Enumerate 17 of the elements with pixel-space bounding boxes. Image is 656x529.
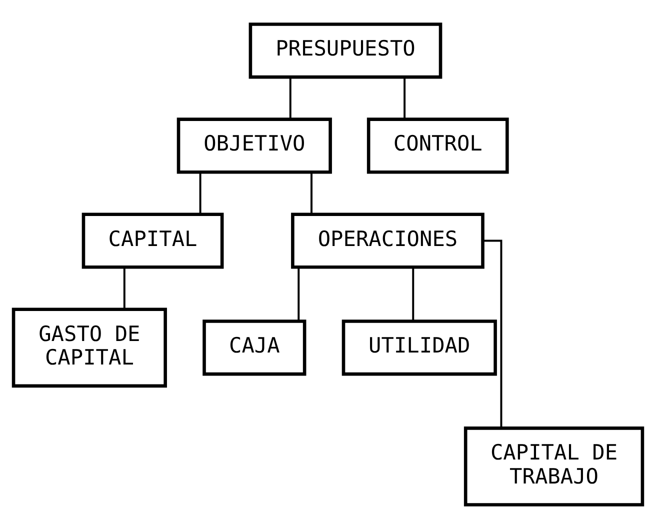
connector — [412, 267, 414, 322]
node-box: OPERACIONES — [291, 212, 484, 269]
connector — [289, 77, 292, 120]
connector — [123, 267, 126, 309]
connector — [199, 172, 202, 214]
node-box: CAJA — [202, 320, 306, 376]
node-box: CAPITAL — [82, 212, 224, 269]
node-box: CONTROL — [366, 118, 509, 174]
node-box: GASTO DE CAPITAL — [12, 308, 167, 388]
connector — [483, 240, 502, 428]
node-box: PRESUPUESTO — [248, 22, 442, 79]
connector — [310, 172, 312, 214]
node-box: OBJETIVO — [176, 118, 332, 174]
connector — [298, 267, 300, 322]
node-box: UTILIDAD — [342, 320, 497, 376]
connector — [404, 77, 406, 120]
node-box: CAPITAL DE TRABAJO — [464, 426, 644, 506]
